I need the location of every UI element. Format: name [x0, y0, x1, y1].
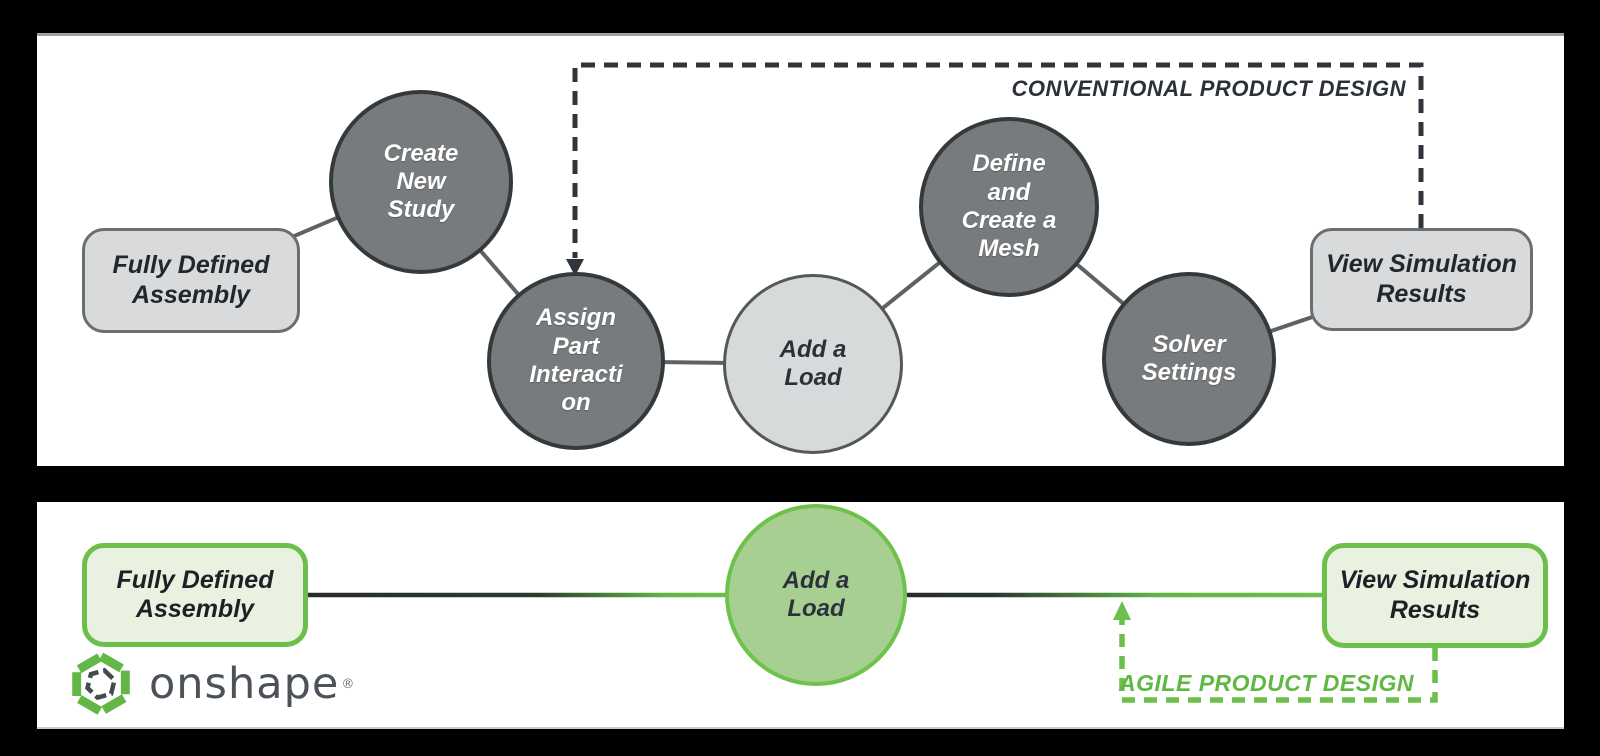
node-fully-defined-assembly: Fully Defined Assembly	[82, 543, 308, 647]
node-label: Assign Part Interacti on	[529, 304, 623, 417]
node-add-a-load: Add a Load	[725, 504, 907, 686]
node-add-a-load: Add a Load	[723, 274, 903, 454]
node-label: View Simulation Results	[1339, 566, 1531, 624]
node-label: View Simulation Results	[1326, 250, 1517, 308]
node-label: Add a Load	[779, 335, 847, 391]
node-view-simulation-results: View Simulation Results	[1310, 228, 1533, 331]
node-solver-settings: Solver Settings	[1102, 272, 1276, 446]
registered-mark: ®	[341, 676, 355, 692]
agile-feedback-dashed-path	[1119, 620, 1438, 703]
node-assign-part-interaction: Assign Part Interacti on	[487, 272, 665, 450]
conventional-panel: Fully Defined Assembly Create New Study …	[37, 33, 1564, 466]
conventional-flow-label: CONVENTIONAL PRODUCT DESIGN	[1011, 76, 1406, 101]
node-create-new-study: Create New Study	[329, 90, 513, 274]
node-label: Fully Defined Assembly	[112, 251, 270, 309]
node-label: Create New Study	[383, 139, 459, 224]
onshape-wordmark: onshape	[149, 658, 340, 709]
node-define-and-create-a-mesh: Define and Create a Mesh	[919, 117, 1099, 297]
node-fully-defined-assembly: Fully Defined Assembly	[82, 228, 300, 333]
node-label: Fully Defined Assembly	[116, 565, 274, 624]
onshape-logo: onshape ®	[67, 652, 354, 716]
arrow-up-icon	[1113, 601, 1131, 620]
agile-connectors	[308, 592, 1438, 703]
node-label: Solver Settings	[1141, 330, 1237, 386]
node-label: Add a Load	[782, 566, 850, 622]
arrow-down-icon	[566, 259, 584, 276]
agile-panel: Fully Defined Assembly Add a Load View S…	[37, 502, 1564, 729]
node-label: Define and Create a Mesh	[961, 150, 1057, 263]
agile-flow-label: AGILE PRODUCT DESIGN	[1119, 670, 1414, 696]
feedback-dashed-path	[572, 62, 1424, 258]
onshape-logo-icon	[72, 652, 130, 716]
node-view-simulation-results: View Simulation Results	[1322, 543, 1548, 648]
